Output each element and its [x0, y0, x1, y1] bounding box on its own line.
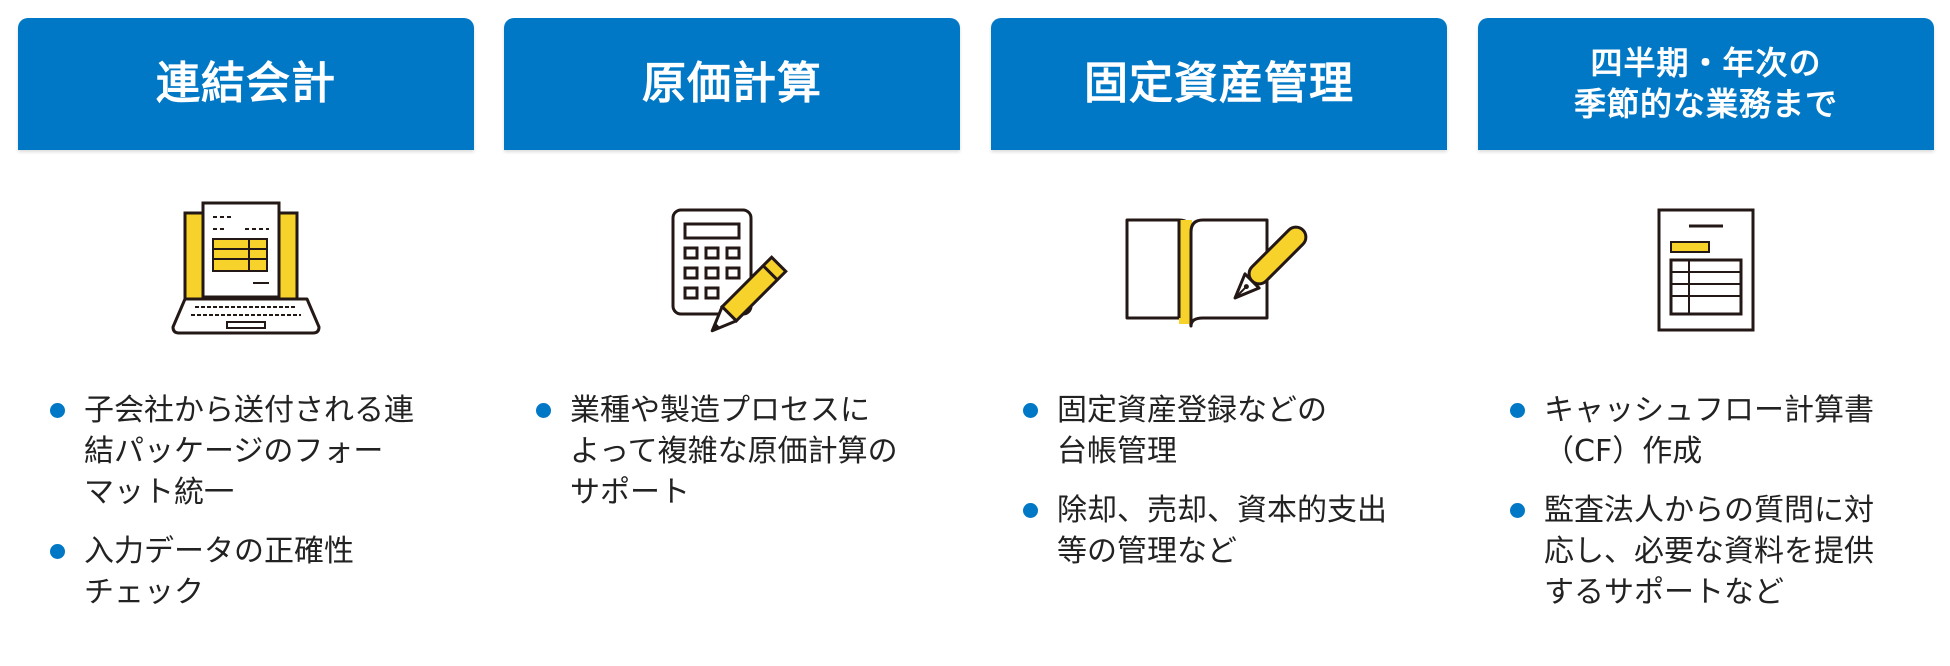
bullet-list: 業種や製造プロセスに よって複雑な原価計算の サポート [536, 390, 946, 531]
bullet-list: キャッシュフロー計算書 （CF）作成 監査法人からの質問に対 応し、必要な資料を… [1510, 390, 1920, 631]
bullet-list: 固定資産登録などの 台帳管理 除却、売却、資本的支出 等の管理など [1023, 390, 1433, 590]
list-item-text: 監査法人からの質問に対 応し、必要な資料を提供 するサポートなど [1544, 493, 1874, 610]
card-fixed-asset-management: 固定資産管理 固定資産登録などの [991, 18, 1447, 638]
list-item: 業種や製造プロセスに よって複雑な原価計算の サポート [536, 390, 946, 513]
bullet-dot-icon [536, 403, 551, 418]
list-item-text: 除却、売却、資本的支出 等の管理など [1057, 493, 1387, 569]
document-table-icon [1478, 196, 1934, 346]
card-title: 連結会計 [156, 57, 336, 109]
list-item-text: 業種や製造プロセスに よって複雑な原価計算の サポート [570, 393, 898, 510]
card-consolidated-accounting: 連結会計 [18, 18, 474, 638]
bullet-dot-icon [50, 544, 65, 559]
laptop-spreadsheet-icon [18, 196, 474, 346]
calculator-pencil-icon [504, 196, 960, 346]
bullet-dot-icon [50, 403, 65, 418]
card-header: 四半期・年次の 季節的な業務まで [1478, 18, 1934, 150]
bullet-dot-icon [1023, 403, 1038, 418]
card-header: 原価計算 [504, 18, 960, 150]
ledger-pen-icon [991, 196, 1447, 346]
bullet-dot-icon [1510, 403, 1525, 418]
card-title: 原価計算 [642, 57, 822, 109]
card-header: 連結会計 [18, 18, 474, 150]
list-item-text: 固定資産登録などの 台帳管理 [1057, 393, 1327, 469]
list-item-text: 子会社から送付される連 結パッケージのフォー マット統一 [84, 393, 414, 510]
list-item: 入力データの正確性 チェック [50, 531, 460, 613]
card-header: 固定資産管理 [991, 18, 1447, 150]
list-item-text: キャッシュフロー計算書 （CF）作成 [1544, 393, 1874, 469]
list-item: 監査法人からの質問に対 応し、必要な資料を提供 するサポートなど [1510, 490, 1920, 613]
card-title: 固定資産管理 [1084, 57, 1354, 109]
bullet-dot-icon [1510, 503, 1525, 518]
list-item: 除却、売却、資本的支出 等の管理など [1023, 490, 1433, 572]
list-item: キャッシュフロー計算書 （CF）作成 [1510, 390, 1920, 472]
list-item: 子会社から送付される連 結パッケージのフォー マット統一 [50, 390, 460, 513]
card-title: 四半期・年次の 季節的な業務まで [1573, 44, 1838, 123]
card-cost-accounting: 原価計算 [504, 18, 960, 638]
list-item: 固定資産登録などの 台帳管理 [1023, 390, 1433, 472]
bullet-list: 子会社から送付される連 結パッケージのフォー マット統一 入力データの正確性 チ… [50, 390, 460, 631]
list-item-text: 入力データの正確性 チェック [84, 534, 354, 610]
bullet-dot-icon [1023, 503, 1038, 518]
card-quarterly-annual-tasks: 四半期・年次の 季節的な業務まで キャッシュフロー計算書 （CF）作成 監査法人… [1478, 18, 1934, 638]
